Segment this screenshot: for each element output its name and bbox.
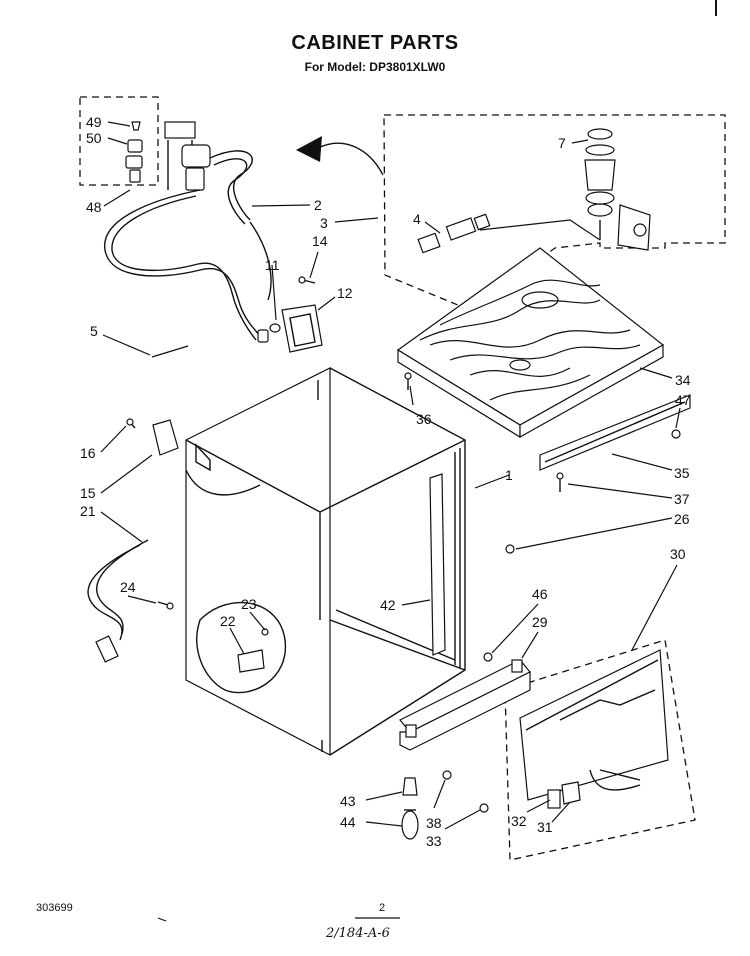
callout-33: 33 [426, 833, 442, 849]
part-26-screw [505, 544, 515, 554]
callout-46: 46 [532, 586, 548, 602]
callout-48: 48 [86, 199, 102, 215]
part-42-brace [429, 473, 446, 656]
callout-31: 31 [537, 819, 553, 835]
callout-37: 37 [674, 491, 690, 507]
part-14-screw [298, 276, 316, 284]
part-2-water-valve-hose [104, 121, 272, 343]
callout-5: 5 [90, 323, 98, 339]
inset-box-3 [383, 114, 726, 311]
callout-36: 36 [416, 411, 432, 427]
part-33-screw [479, 803, 489, 813]
inset-box-48 [79, 96, 159, 186]
callout-24: 24 [120, 579, 136, 595]
part-21-power-cord [87, 539, 149, 663]
part-15-terminal-block [152, 419, 179, 456]
callout-50: 50 [86, 130, 102, 146]
panel-box-30 [504, 639, 696, 861]
part-47-screw [671, 429, 681, 439]
part-44-caster-wheel [401, 809, 419, 840]
part-49-cap [131, 121, 141, 131]
part-35-rail [539, 394, 691, 471]
part-12-bracket [281, 304, 323, 353]
callout-44: 44 [340, 814, 356, 830]
leader-lines [100, 121, 681, 830]
pump-link-line [479, 219, 601, 241]
callout-35: 35 [674, 465, 690, 481]
callout-4: 4 [413, 211, 421, 227]
callout-14: 14 [312, 233, 328, 249]
callout-11: 11 [265, 257, 280, 273]
callout-29: 29 [532, 614, 548, 630]
part-38-screw [442, 770, 452, 780]
callout-21: 21 [80, 503, 96, 519]
callout-15: 15 [80, 485, 96, 501]
callout-34: 34 [675, 372, 691, 388]
callout-16: 16 [80, 445, 96, 461]
callout-22: 22 [220, 613, 236, 629]
footer-tick-mark [157, 917, 167, 922]
part-16-screw [126, 418, 136, 429]
part-46-screw [483, 652, 493, 662]
callout-43: 43 [340, 793, 356, 809]
direction-arrow [317, 142, 384, 176]
callout-2: 2 [314, 197, 322, 213]
part-30-toe-panel [519, 649, 669, 801]
part-7-pump-assembly [584, 128, 651, 251]
callout-32: 32 [511, 813, 527, 829]
part-32-clip [547, 789, 561, 809]
callout-42: 42 [380, 597, 396, 613]
callout-26: 26 [674, 511, 690, 527]
part-37-screw [556, 472, 564, 492]
part-50-valve [125, 139, 143, 183]
callout-47: 47 [675, 392, 691, 408]
document-number: 303699 [36, 902, 73, 914]
page-title: CABINET PARTS [291, 32, 459, 54]
part-11-washer [269, 323, 281, 333]
part-22-23-access-cover [196, 601, 286, 694]
part-5-strap [151, 345, 189, 358]
model-subtitle: For Model: DP3801XLW0 [304, 60, 446, 74]
callout-49: 49 [86, 114, 102, 130]
part-4-fittings [417, 213, 491, 254]
part-29-base-rail [399, 659, 531, 751]
part-43-caster-stem [402, 777, 418, 796]
page-number: 2 [379, 902, 386, 914]
handwritten-code: 2/184-A-6 [326, 926, 390, 941]
callout-12: 12 [337, 285, 353, 301]
callout-labels: 49 50 48 2 3 4 7 14 11 12 5 34 47 36 16 … [80, 114, 691, 849]
callout-7: 7 [558, 135, 566, 151]
callout-1: 1 [505, 467, 513, 483]
part-31-handle [561, 781, 581, 805]
callout-30: 30 [670, 546, 686, 562]
part-24-screw [157, 601, 174, 610]
part-36-screw [404, 372, 412, 390]
callout-38: 38 [426, 815, 442, 831]
part-34-wood-top [396, 247, 665, 439]
callout-3: 3 [320, 215, 328, 231]
callout-23: 23 [241, 596, 257, 612]
direction-arrow-head [296, 136, 322, 162]
part-1-cabinet [185, 367, 466, 756]
